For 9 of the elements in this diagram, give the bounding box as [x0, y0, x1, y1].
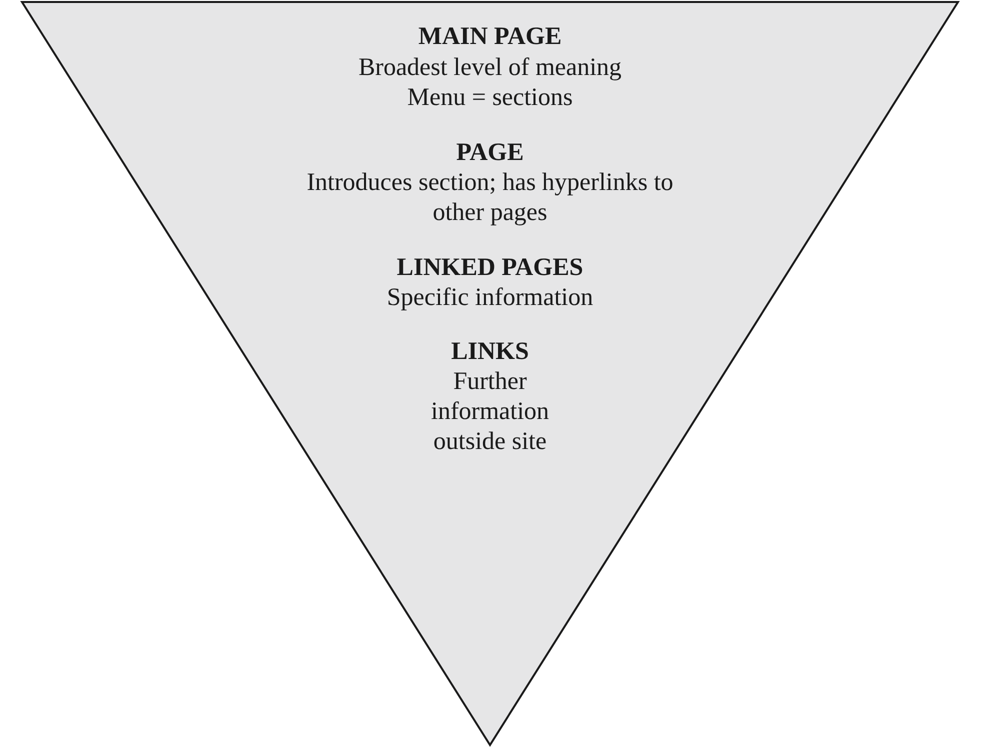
- level-description: Specific information: [386, 283, 594, 313]
- level-heading: LINKS: [450, 337, 530, 367]
- level-heading: MAIN PAGE: [417, 22, 563, 52]
- level-description: Broadest level of meaning: [357, 53, 623, 83]
- level-description: Further information outside site: [431, 367, 549, 457]
- level-description: Introduces section; has hyperlinks to other pages: [306, 168, 674, 228]
- level-description: Menu = sections: [406, 83, 574, 113]
- level-heading: LINKED PAGES: [396, 253, 584, 283]
- level-heading: PAGE: [455, 138, 525, 168]
